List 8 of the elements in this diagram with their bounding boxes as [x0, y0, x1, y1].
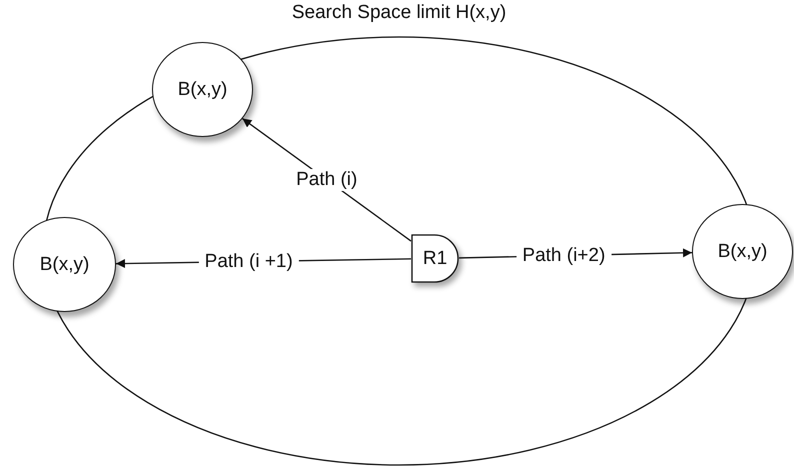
node-label: R1: [422, 248, 448, 270]
node-label: B(x,y): [178, 78, 228, 100]
edge-label: Path (i+2): [516, 244, 612, 267]
node-label: B(x,y): [718, 240, 768, 262]
node-label: B(x,y): [40, 254, 90, 276]
edge-label: Path (i +1): [198, 250, 299, 273]
d-shaped-node: [411, 234, 459, 283]
ellipse-title: Search Space limit H(x,y): [290, 2, 508, 24]
